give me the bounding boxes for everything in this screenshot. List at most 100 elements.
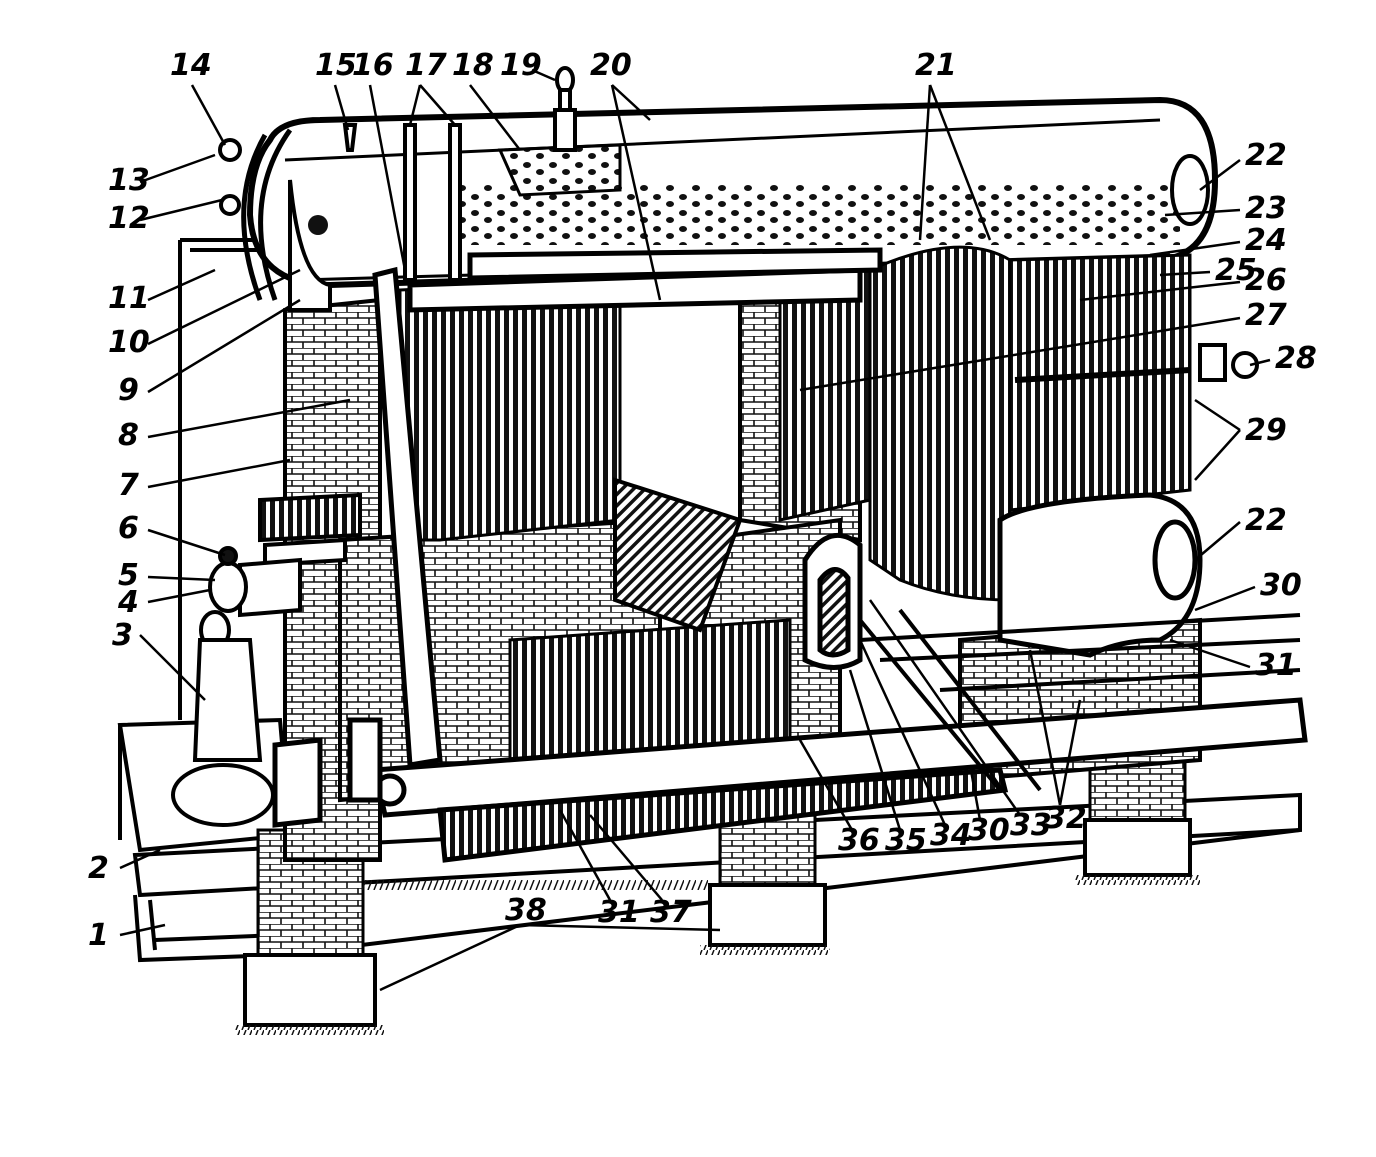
leader-line xyxy=(1159,270,1211,277)
callout-2: 2 xyxy=(88,851,109,886)
leader-line xyxy=(119,923,166,937)
callout-31-bottom: 31 xyxy=(598,895,640,930)
leader-line xyxy=(139,198,223,222)
leader-line xyxy=(848,669,902,831)
callout-31-right: 31 xyxy=(1255,648,1297,683)
leader-line xyxy=(799,316,1241,392)
callout-32: 32 xyxy=(1045,801,1087,836)
callout-13: 13 xyxy=(108,163,150,198)
upper-drum xyxy=(246,96,1219,312)
leader-line xyxy=(531,68,556,82)
leader-line xyxy=(1149,240,1241,257)
callout-38: 38 xyxy=(505,893,547,928)
leader-line xyxy=(1058,699,1082,806)
leader-line xyxy=(147,588,211,604)
top-fittings xyxy=(218,66,1259,382)
leader-line xyxy=(147,398,351,439)
leader-line xyxy=(147,458,291,489)
front-downcomer xyxy=(372,266,443,768)
callout-16: 16 xyxy=(352,48,394,83)
tube-bank-front xyxy=(398,278,622,542)
leader-line xyxy=(798,739,854,831)
callout-30-bottom: 30 xyxy=(968,813,1010,848)
callout-37: 37 xyxy=(650,895,692,930)
leader-line xyxy=(1028,649,1062,806)
callout-33: 33 xyxy=(1010,808,1052,843)
bottom-rails xyxy=(272,697,1308,863)
callout-4: 4 xyxy=(117,585,139,620)
leader-line xyxy=(610,84,662,301)
leader-line xyxy=(1169,638,1251,669)
leader-line xyxy=(611,84,651,121)
leader-line xyxy=(928,84,992,241)
ground-hatching xyxy=(235,875,1200,1035)
callout-3: 3 xyxy=(112,618,133,653)
callout-12: 12 xyxy=(108,201,150,236)
leader-line xyxy=(1249,358,1271,367)
leader-line xyxy=(147,268,301,346)
callout-30-right: 30 xyxy=(1260,568,1302,603)
leader-line xyxy=(968,764,982,821)
leader-line xyxy=(519,923,721,932)
callout-27: 27 xyxy=(1245,298,1287,333)
callout-20: 20 xyxy=(590,48,632,83)
leader-lines xyxy=(119,68,1271,992)
callout-15: 15 xyxy=(315,48,357,83)
leader-line xyxy=(147,268,216,302)
callout-labels: 1 2 3 4 5 6 7 8 9 10 11 12 13 14 15 16 1… xyxy=(88,48,1317,953)
leader-line xyxy=(139,634,206,701)
drum-front-head xyxy=(241,128,293,301)
top-headers xyxy=(407,247,883,313)
callout-35: 35 xyxy=(885,823,927,858)
callout-22-lower: 22 xyxy=(1245,503,1287,538)
leader-line xyxy=(119,848,161,870)
grate-rails xyxy=(858,608,1301,792)
callout-24: 24 xyxy=(1245,223,1287,258)
leader-line xyxy=(147,528,226,557)
callout-7: 7 xyxy=(118,468,139,503)
callout-25: 25 xyxy=(1215,253,1257,288)
leader-line xyxy=(408,84,422,126)
leader-line xyxy=(1194,585,1256,612)
burner-assembly xyxy=(171,492,362,827)
lower-drum xyxy=(997,492,1203,658)
callout-6: 6 xyxy=(118,511,139,546)
leader-line xyxy=(1079,280,1241,302)
callout-36: 36 xyxy=(838,823,880,858)
callout-17: 17 xyxy=(405,48,447,83)
leader-line xyxy=(1194,429,1241,481)
leader-line xyxy=(147,575,216,582)
leader-line xyxy=(868,599,1022,816)
leader-line xyxy=(190,84,227,146)
callout-14: 14 xyxy=(170,48,212,83)
callout-22-upper: 22 xyxy=(1245,138,1287,173)
leader-line xyxy=(139,153,216,184)
leader-line xyxy=(147,298,301,394)
leader-line xyxy=(379,923,521,992)
tube-bank-curved xyxy=(868,245,1012,602)
leader-line xyxy=(368,84,407,271)
leader-line xyxy=(1164,208,1241,217)
leader-line xyxy=(1194,521,1241,561)
leader-line xyxy=(1194,398,1241,432)
callout-11: 11 xyxy=(108,281,150,316)
callout-19: 19 xyxy=(500,48,542,83)
leader-line xyxy=(419,84,456,126)
tube-bank-middle xyxy=(778,268,872,522)
leader-line xyxy=(1199,159,1241,191)
callout-10: 10 xyxy=(108,325,150,360)
baffle-wall xyxy=(613,477,743,633)
callout-34: 34 xyxy=(930,818,972,853)
callout-28: 28 xyxy=(1275,341,1317,376)
callout-9: 9 xyxy=(118,373,139,408)
callout-5: 5 xyxy=(118,558,139,593)
callout-23: 23 xyxy=(1245,191,1287,226)
callout-8: 8 xyxy=(118,418,139,453)
callout-29: 29 xyxy=(1245,413,1287,448)
leader-line xyxy=(589,814,663,901)
tube-bank-rear xyxy=(1008,253,1192,512)
leader-line xyxy=(918,84,932,241)
callout-21: 21 xyxy=(915,48,957,83)
callout-18: 18 xyxy=(452,48,494,83)
